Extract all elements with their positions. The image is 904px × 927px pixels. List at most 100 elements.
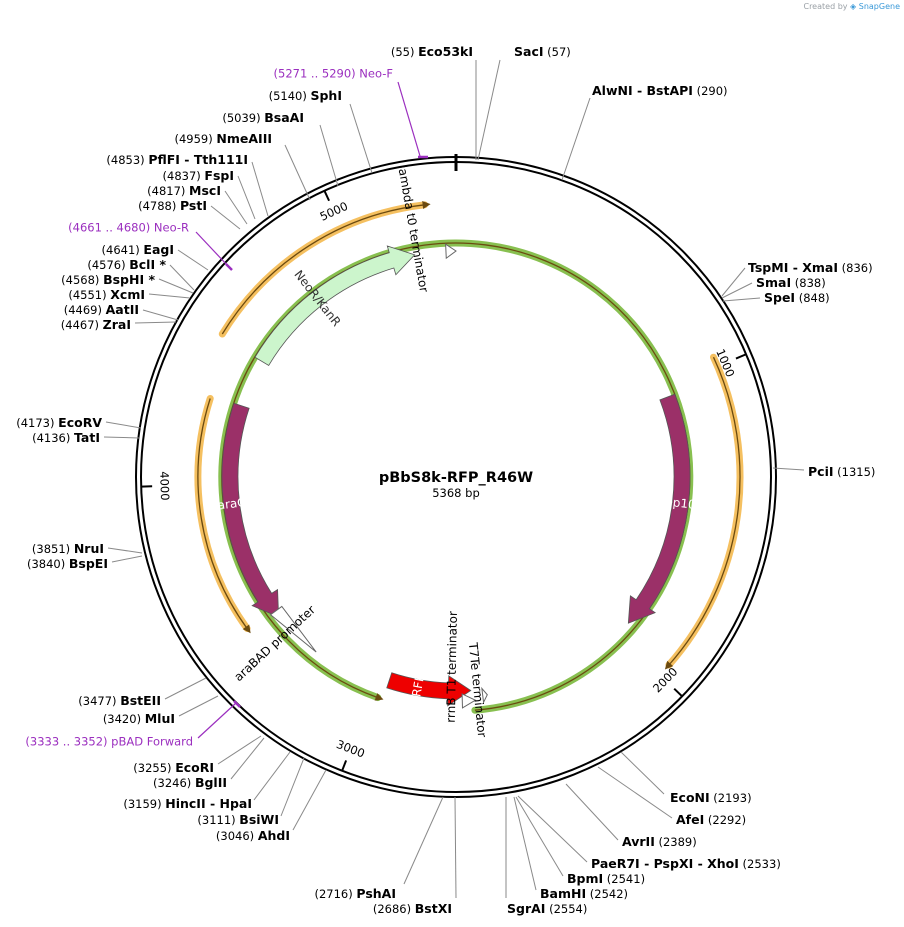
site-leader-bsteii [164,677,207,700]
site-label-xcmi: (4551) XcmI [68,287,145,302]
site-leader-xcmi [148,293,191,299]
site-label-tspmi: TspMI - XmaI (836) [748,260,873,275]
site-leader-mlui [178,695,219,717]
site-label-avrii: AvrII (2389) [622,834,697,849]
site-leader-hincii [253,751,291,801]
site-leader-tspmi [721,267,746,297]
site-label-sgrai: SgrAI (2554) [507,901,587,916]
site-leader-econi [620,751,665,795]
site-label-ecori: (3255) EcoRI [133,760,214,775]
site-label-saci: SacI (57) [514,44,571,59]
tick-label: 4000 [157,471,172,501]
site-leader-bamhi [513,796,537,891]
site-label-nrui: (3851) NruI [32,541,104,556]
outer-feature-label-rrnb-t1-terminator: rrnB T1 terminator [444,611,460,723]
site-leader-alwni [561,97,591,181]
site-label-alwni: AlwNI - BstAPI (290) [592,83,728,98]
site-label-aatii: (4469) AatII [64,302,139,317]
tick-mark [735,353,747,360]
site-leader-avrii [565,783,619,841]
site-leader-bsaai [319,124,339,187]
site-label-bsaai: (5039) BsaAI [222,110,304,125]
site-label-nmeaiii: (4959) NmeAIII [175,131,273,146]
feature-label-rep101: Rep101 [657,494,704,513]
site-leader-saci [477,59,501,161]
feature-mrfp1 [386,672,472,707]
rep101-band-arrowhead [664,660,674,670]
primers-layer: (5271 .. 5290) Neo-F (4661 .. 4680) Neo-R… [25,67,428,749]
feature-neor-kanr [254,245,416,366]
site-label-fspi: (4837) FspI [163,168,234,183]
site-label-bsteii: (3477) BstEII [78,693,161,708]
site-leader-bpmi [515,796,564,877]
outer-feature-arabad-promoter [269,605,317,653]
site-leader-pflfi [251,161,269,217]
site-label-bspei: (3840) BspEI [27,556,108,571]
site-leader-aatii [142,309,179,321]
watermark-prefix: Created by [803,2,848,11]
neo-band-arrowhead [422,201,431,210]
site-label-psti: (4788) PstI [138,198,207,213]
primer-mark [225,263,233,271]
site-label-pshai: (2716) PshAI [314,886,396,901]
neo-band-line [221,204,425,335]
tick-mark [341,760,348,772]
site-label-tati: (4136) TatI [32,430,100,445]
site-leader-bspei [111,555,143,563]
primer-label: (4661 .. 4680) Neo-R [68,221,189,235]
site-leader-psti [210,205,241,230]
site-label-bcli: (4576) BclI * [87,257,166,272]
tick-label: 3000 [334,737,366,761]
site-leader-pshai [403,796,444,885]
site-leader-bcli [169,264,195,291]
sites-layer: (55) Eco53kI SacI (57) AlwNI - BstAPI (290… [16,44,875,916]
tick-mark [323,190,330,202]
site-leader-tati [103,436,140,439]
site-label-bamhi: BamHI (2542) [540,886,628,901]
outer-feature-t7te-terminator [481,686,488,705]
outer-feature-lambda-t0-terminator [445,243,457,260]
site-leader-fspi [237,175,256,220]
primer-leader [397,81,421,157]
plasmid-size: 5368 bp [432,486,480,500]
tick-mark [673,687,683,698]
rep101-band-line [668,356,741,666]
arac-band-arrowhead [242,624,251,634]
primer-mark [233,700,241,708]
snapgene-logo-icon: ◈ [850,2,857,11]
site-label-mlui: (3420) MluI [103,711,175,726]
site-leader-ecori [217,735,262,765]
site-leader-paer7i [517,795,588,863]
mrfp1-band-arrowhead [374,693,384,701]
plasmid-name: pBbS8k-RFP_R46W [379,470,533,486]
site-leader-nrui [107,547,143,554]
site-leader-msci [224,190,248,225]
site-leader-smai [721,282,753,299]
site-leader-nmeaiii [284,144,311,201]
snapgene-watermark: Created by ◈ SnapGene [803,2,900,11]
site-label-bsiwi: (3111) BsiWI [197,812,279,827]
arac-band-line [197,398,248,629]
site-label-eagi: (4641) EagI [102,242,174,257]
tick-label: 5000 [318,199,350,224]
site-leader-ecorv [105,421,142,429]
site-label-bglii: (3246) BglII [153,775,227,790]
site-label-smai: SmaI (838) [756,275,826,290]
feature-label-arac: araC [217,495,247,512]
site-label-eco53ki: (55) Eco53kI [391,44,473,59]
site-label-hincii: (3159) HincII - HpaI [123,796,252,811]
site-label-msci: (4817) MscI [147,183,221,198]
site-leader-eagi [177,249,209,271]
primer-label: (5271 .. 5290) Neo-F [274,67,393,81]
site-label-ecorv: (4173) EcoRV [16,415,102,430]
site-label-spei: SpeI (848) [764,290,830,305]
site-label-zrai: (4467) ZraI [61,317,131,332]
site-leader-spei [722,297,761,302]
outer-feature-rrnb-t1-terminator [461,693,477,709]
primer-leader [197,702,237,739]
site-leader-bstxi [454,796,457,899]
site-leader-pcii [772,467,805,471]
backbone-layer [135,154,777,798]
